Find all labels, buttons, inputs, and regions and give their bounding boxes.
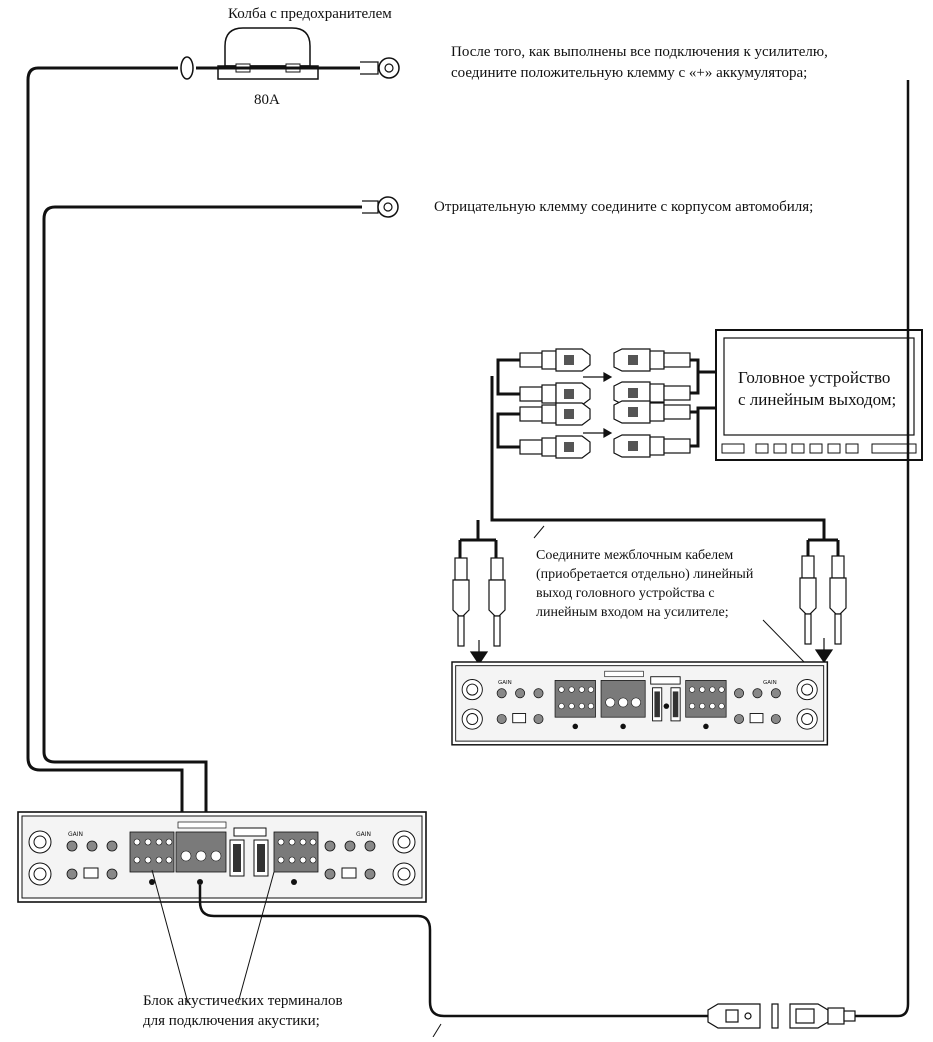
- rca-callout-line: [533, 525, 807, 665]
- amplifier-top-view: GAIN GAIN: [451, 661, 829, 746]
- head-unit-rca-outputs: [613, 348, 716, 458]
- head-unit-line2: с линейным выходом;: [738, 390, 897, 409]
- fuse-rating: 80A: [254, 92, 280, 108]
- rca-interconnect-cable: [458, 348, 840, 558]
- negative-instruction: Отрицательную клемму соедините с корпусо…: [434, 199, 814, 215]
- gain-label-right-bottom: GAIN: [356, 831, 371, 838]
- negative-cable: [42, 205, 362, 812]
- grommet: [180, 56, 194, 80]
- remote-cable: [198, 80, 910, 1018]
- rca-instruction-line4: линейным входом на усилителе;: [536, 605, 729, 620]
- rca-plugs-to-amplifier: [452, 555, 847, 647]
- positive-instruction-line1: После того, как выполнены все подключени…: [451, 44, 828, 60]
- positive-instruction-line2: соедините положительную клемму с «+» акк…: [451, 65, 808, 81]
- rca-instruction-line2: (приобретается отдельно) линейный: [536, 567, 754, 582]
- gain-label-left: GAIN: [498, 680, 512, 686]
- gain-label-left-bottom: GAIN: [68, 831, 83, 838]
- speaker-block-line1: Блок акустических терминалов: [143, 993, 343, 1009]
- head-unit: [715, 329, 923, 461]
- gain-label-right: GAIN: [763, 680, 777, 686]
- plug-to-input-arrows: [469, 638, 834, 666]
- fuse-holder: [217, 27, 319, 80]
- rca-instruction-line1: Соедините межблочным кабелем: [536, 548, 734, 563]
- connect-arrows: [583, 371, 613, 439]
- fuse-holder-title: Колба с предохранителем: [228, 6, 392, 22]
- head-unit-line1: Головное устройство: [738, 368, 891, 387]
- speaker-callout-lines: [151, 869, 442, 1038]
- amplifier-bottom-view: GAIN GAIN: [17, 811, 427, 903]
- negative-ring-terminal: [362, 196, 399, 218]
- inline-fuse-connector: [707, 1003, 856, 1029]
- positive-ring-terminal: [360, 57, 400, 79]
- speaker-block-line2: для подключения акустики;: [143, 1013, 320, 1029]
- positive-cable: [26, 66, 360, 812]
- rca-instruction-line3: выход головного устройства с: [536, 586, 715, 601]
